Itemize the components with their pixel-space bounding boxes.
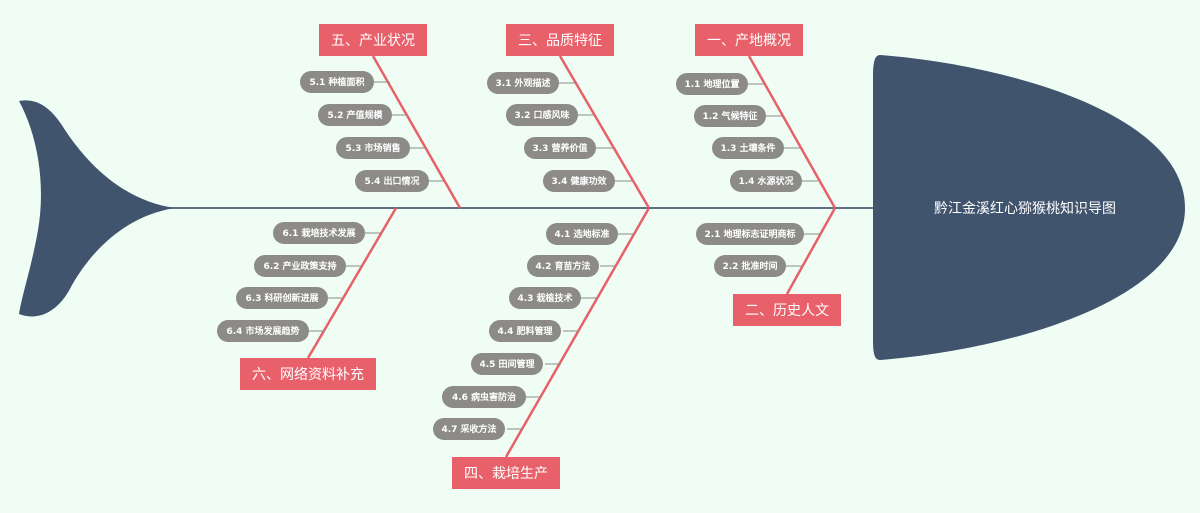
category-box-c6[interactable]: 六、网络资料补充 bbox=[240, 358, 376, 390]
svg-text:5.1 种植面积: 5.1 种植面积 bbox=[309, 76, 364, 88]
svg-text:4.1 选地标准: 4.1 选地标准 bbox=[554, 228, 609, 240]
item-2-2[interactable]: 2.2 批准时间 bbox=[714, 255, 786, 277]
item-6-2[interactable]: 6.2 产业政策支持 bbox=[254, 255, 346, 277]
category-box-c4[interactable]: 四、栽培生产 bbox=[452, 457, 560, 489]
category-box-c2[interactable]: 二、历史人文 bbox=[733, 294, 841, 326]
category-box-c3[interactable]: 三、品质特征 bbox=[506, 24, 614, 56]
diagram-title: 黔江金溪红心猕猴桃知识导图 bbox=[934, 200, 1116, 217]
svg-text:五、产业状况: 五、产业状况 bbox=[331, 33, 415, 49]
svg-text:4.7 采收方法: 4.7 采收方法 bbox=[441, 423, 496, 435]
item-1-1[interactable]: 1.1 地理位置 bbox=[676, 73, 748, 95]
svg-text:6.4 市场发展趋势: 6.4 市场发展趋势 bbox=[226, 325, 299, 337]
item-4-1[interactable]: 4.1 选地标准 bbox=[546, 223, 618, 245]
category-box-c1[interactable]: 一、产地概况 bbox=[695, 24, 803, 56]
category-box-c5[interactable]: 五、产业状况 bbox=[319, 24, 427, 56]
svg-text:4.2 育苗方法: 4.2 育苗方法 bbox=[535, 260, 590, 272]
svg-text:2.1 地理标志证明商标: 2.1 地理标志证明商标 bbox=[704, 228, 795, 240]
fish-head bbox=[873, 55, 1185, 360]
svg-text:二、历史人文: 二、历史人文 bbox=[745, 303, 829, 319]
svg-text:4.5 田间管理: 4.5 田间管理 bbox=[479, 358, 534, 370]
item-4-6[interactable]: 4.6 病虫害防治 bbox=[442, 386, 526, 408]
bone-c1 bbox=[747, 55, 837, 209]
item-5-2[interactable]: 5.2 产值规模 bbox=[318, 104, 392, 126]
item-6-1[interactable]: 6.1 栽培技术发展 bbox=[273, 222, 365, 244]
svg-text:4.6 病虫害防治: 4.6 病虫害防治 bbox=[452, 391, 516, 403]
item-1-4[interactable]: 1.4 水源状况 bbox=[730, 170, 802, 192]
svg-text:2.2 批准时间: 2.2 批准时间 bbox=[722, 260, 777, 272]
item-3-4[interactable]: 3.4 健康功效 bbox=[543, 170, 615, 192]
item-6-4[interactable]: 6.4 市场发展趋势 bbox=[217, 320, 309, 342]
svg-text:3.2 口感风味: 3.2 口感风味 bbox=[514, 109, 569, 121]
bone-c2 bbox=[785, 207, 837, 295]
svg-text:三、品质特征: 三、品质特征 bbox=[518, 33, 602, 49]
svg-text:6.1 栽培技术发展: 6.1 栽培技术发展 bbox=[282, 227, 355, 239]
item-4-2[interactable]: 4.2 育苗方法 bbox=[527, 255, 599, 277]
item-1-3[interactable]: 1.3 土壤条件 bbox=[712, 137, 784, 159]
item-4-7[interactable]: 4.7 采收方法 bbox=[433, 418, 505, 440]
item-4-4[interactable]: 4.4 肥料管理 bbox=[489, 320, 561, 342]
svg-text:1.4 水源状况: 1.4 水源状况 bbox=[738, 175, 793, 187]
svg-text:6.3 科研创新进展: 6.3 科研创新进展 bbox=[245, 292, 318, 304]
svg-text:4.4 肥料管理: 4.4 肥料管理 bbox=[497, 325, 552, 337]
item-3-1[interactable]: 3.1 外观描述 bbox=[487, 72, 559, 94]
svg-text:3.1 外观描述: 3.1 外观描述 bbox=[495, 77, 550, 89]
bone-c3 bbox=[558, 55, 651, 209]
bone-c5 bbox=[371, 55, 462, 209]
svg-text:四、栽培生产: 四、栽培生产 bbox=[464, 466, 548, 482]
item-5-1[interactable]: 5.1 种植面积 bbox=[300, 71, 374, 93]
item-6-3[interactable]: 6.3 科研创新进展 bbox=[236, 287, 328, 309]
item-3-3[interactable]: 3.3 营养价值 bbox=[524, 137, 596, 159]
svg-text:5.2 产值规模: 5.2 产值规模 bbox=[327, 109, 383, 121]
svg-text:3.3 营养价值: 3.3 营养价值 bbox=[532, 142, 587, 154]
item-connectors bbox=[309, 81, 821, 430]
item-3-2[interactable]: 3.2 口感风味 bbox=[506, 104, 578, 126]
svg-text:一、产地概况: 一、产地概况 bbox=[707, 33, 791, 49]
bone-c6 bbox=[306, 207, 398, 359]
svg-text:1.3 土壤条件: 1.3 土壤条件 bbox=[720, 142, 775, 154]
svg-text:3.4 健康功效: 3.4 健康功效 bbox=[551, 175, 607, 187]
item-4-5[interactable]: 4.5 田间管理 bbox=[471, 353, 543, 375]
item-4-3[interactable]: 4.3 栽植技术 bbox=[509, 287, 581, 309]
fish-tail bbox=[19, 100, 175, 317]
svg-text:1.2 气候特征: 1.2 气候特征 bbox=[702, 110, 757, 122]
item-5-3[interactable]: 5.3 市场销售 bbox=[336, 137, 410, 159]
svg-text:4.3 栽植技术: 4.3 栽植技术 bbox=[517, 292, 572, 304]
bone-c4 bbox=[504, 207, 651, 458]
svg-text:六、网络资料补充: 六、网络资料补充 bbox=[252, 367, 364, 383]
svg-text:6.2 产业政策支持: 6.2 产业政策支持 bbox=[263, 260, 336, 272]
svg-text:1.1 地理位置: 1.1 地理位置 bbox=[684, 78, 739, 90]
svg-text:5.4 出口情况: 5.4 出口情况 bbox=[364, 175, 419, 187]
item-5-4[interactable]: 5.4 出口情况 bbox=[355, 170, 429, 192]
item-2-1[interactable]: 2.1 地理标志证明商标 bbox=[696, 223, 804, 245]
svg-text:5.3 市场销售: 5.3 市场销售 bbox=[345, 142, 400, 154]
item-1-2[interactable]: 1.2 气候特征 bbox=[694, 105, 766, 127]
